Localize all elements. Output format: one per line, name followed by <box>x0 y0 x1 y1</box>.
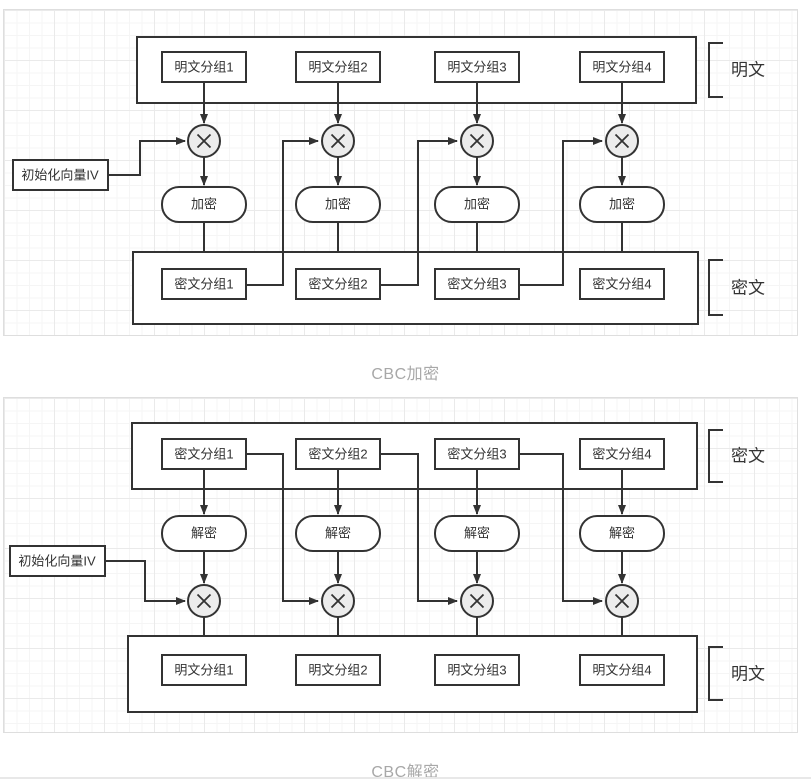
enc-plaintext-block-2 <box>295 51 381 83</box>
dec-xor-icon-2 <box>321 584 355 618</box>
enc-feedback-cipher1-to-xor2 <box>246 137 319 286</box>
enc-ciphertext-block-4 <box>579 268 665 300</box>
enc-plaintext-block-4-label: 明文分组4 <box>592 60 651 75</box>
enc-ciphertext-bracket <box>708 259 723 316</box>
dec-decrypt-node-1-label: 解密 <box>191 526 217 541</box>
enc-encrypt-node-3-label: 加密 <box>464 197 490 212</box>
dec-iv-label: 初始化向量IV <box>18 554 96 569</box>
dec-plaintext-block-3-label: 明文分组3 <box>447 663 506 678</box>
enc-encrypt-node-4-label: 加密 <box>609 197 635 212</box>
dec-decrypt-node-2-label: 解密 <box>325 526 351 541</box>
enc-feedback-cipher3-to-xor4 <box>519 137 603 286</box>
enc-encrypt-node-2-label: 加密 <box>325 197 351 212</box>
dec-plaintext-bracket <box>708 646 723 701</box>
dec-plaintext-block-4 <box>579 654 665 686</box>
dec-ciphertext-block-2-label: 密文分组2 <box>308 447 367 462</box>
enc-plaintext-block-4 <box>579 51 665 83</box>
caption-cbc-decrypt: CBC解密 <box>371 764 440 781</box>
enc-ciphertext-block-1-label: 密文分组1 <box>174 277 233 292</box>
dec-plaintext-bracket-label: 明文 <box>731 665 765 684</box>
enc-plaintext-block-3 <box>434 51 520 83</box>
enc-ciphertext-block-3 <box>434 268 520 300</box>
dec-ciphertext-block-4-label: 密文分组4 <box>592 447 651 462</box>
enc-ciphertext-bracket-label: 密文 <box>731 279 765 298</box>
enc-iv-box <box>12 159 109 191</box>
enc-connector-iv-to-xor1 <box>108 137 186 176</box>
dec-plaintext-block-3 <box>434 654 520 686</box>
dec-xor-icon-3 <box>460 584 494 618</box>
dec-decrypt-node-3-label: 解密 <box>464 526 490 541</box>
dec-feedback-cipher3-to-xor4 <box>519 453 603 605</box>
enc-xor-icon-2 <box>321 124 355 158</box>
dec-plaintext-block-1-label: 明文分组1 <box>174 663 233 678</box>
dec-ciphertext-bracket <box>708 429 723 483</box>
dec-decrypt-node-4-label: 解密 <box>609 526 635 541</box>
dec-feedback-cipher1-to-xor2 <box>246 453 319 605</box>
dec-plaintext-block-1 <box>161 654 247 686</box>
enc-xor-icon-1 <box>187 124 221 158</box>
dec-connector-iv-to-xor1 <box>105 560 186 605</box>
enc-iv-label: 初始化向量IV <box>21 168 99 183</box>
enc-ciphertext-block-4-label: 密文分组4 <box>592 277 651 292</box>
dec-xor-icon-4 <box>605 584 639 618</box>
enc-ciphertext-block-2-label: 密文分组2 <box>308 277 367 292</box>
dec-plaintext-block-2-label: 明文分组2 <box>308 663 367 678</box>
dec-plaintext-block-4-label: 明文分组4 <box>592 663 651 678</box>
dec-ciphertext-block-3-label: 密文分组3 <box>447 447 506 462</box>
enc-plaintext-block-3-label: 明文分组3 <box>447 60 506 75</box>
dec-plaintext-block-2 <box>295 654 381 686</box>
enc-plaintext-bracket-label: 明文 <box>731 61 765 80</box>
enc-xor-icon-3 <box>460 124 494 158</box>
caption-cbc-encrypt: CBC加密 <box>371 366 440 383</box>
enc-encrypt-node-1-label: 加密 <box>191 197 217 212</box>
enc-xor-icon-4 <box>605 124 639 158</box>
dec-xor-icon-1 <box>187 584 221 618</box>
dec-feedback-cipher2-to-xor3 <box>380 453 458 605</box>
enc-plaintext-block-1-label: 明文分组1 <box>174 60 233 75</box>
enc-ciphertext-block-3-label: 密文分组3 <box>447 277 506 292</box>
enc-feedback-cipher2-to-xor3 <box>380 137 458 286</box>
enc-plaintext-bracket <box>708 42 723 98</box>
enc-plaintext-block-2-label: 明文分组2 <box>308 60 367 75</box>
dec-ciphertext-block-1-label: 密文分组1 <box>174 447 233 462</box>
dec-ciphertext-bracket-label: 密文 <box>731 447 765 466</box>
bottom-divider <box>0 777 811 779</box>
